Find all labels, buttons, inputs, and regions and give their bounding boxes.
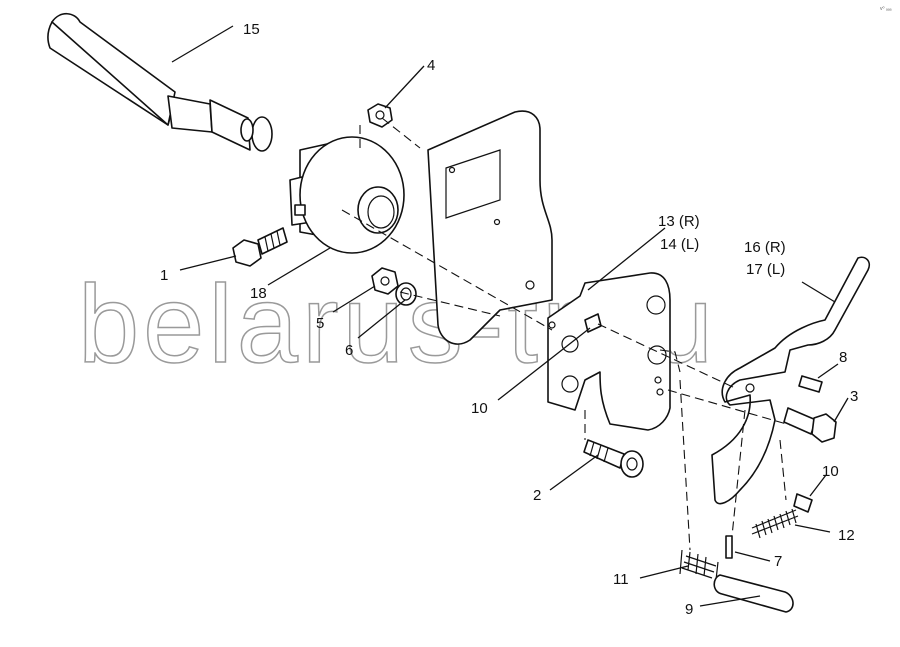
callout-10-lower: 10 bbox=[822, 463, 839, 480]
part-9-grip bbox=[713, 574, 794, 613]
callout-12: 12 bbox=[838, 527, 855, 544]
callout-9: 9 bbox=[685, 601, 693, 618]
callout-11: 11 bbox=[613, 571, 629, 588]
part-10-pin-lower bbox=[793, 493, 813, 513]
part-2-bolt bbox=[583, 439, 644, 478]
part-12-spring bbox=[751, 508, 799, 539]
part-15-handle bbox=[47, 12, 273, 152]
part-1-bolt bbox=[232, 227, 288, 267]
part-11-spring bbox=[679, 549, 719, 581]
bracket-plate bbox=[427, 110, 553, 345]
callout-7: 7 bbox=[774, 553, 782, 570]
assembly-lines bbox=[341, 117, 791, 551]
callout-18: 18 bbox=[250, 285, 267, 302]
callout-13: 13 (R) bbox=[658, 213, 700, 230]
leader-lines bbox=[171, 25, 849, 607]
callout-4: 4 bbox=[427, 57, 435, 74]
part-13-14-side-plate bbox=[547, 272, 671, 431]
part-16-17-lever bbox=[711, 256, 871, 505]
corner-mark: v⁰ ₐₐₐ bbox=[880, 6, 892, 12]
callout-2: 2 bbox=[533, 487, 541, 504]
callout-16: 16 (R) bbox=[744, 239, 786, 256]
callout-5: 5 bbox=[316, 315, 324, 332]
callout-8: 8 bbox=[839, 349, 847, 366]
part-8-pin bbox=[798, 375, 823, 393]
callout-15: 15 bbox=[243, 21, 260, 38]
callout-14: 14 (L) bbox=[660, 236, 699, 253]
part-3-bolt bbox=[783, 407, 837, 443]
part-5-nut bbox=[371, 267, 399, 295]
callout-3: 3 bbox=[850, 388, 858, 405]
callout-6: 6 bbox=[345, 342, 353, 359]
callout-10-upper: 10 bbox=[471, 400, 488, 417]
part-18-hub bbox=[289, 136, 405, 254]
callout-1: 1 bbox=[160, 267, 168, 284]
callout-17: 17 (L) bbox=[746, 261, 785, 278]
part-7-roll-pin bbox=[725, 535, 733, 559]
